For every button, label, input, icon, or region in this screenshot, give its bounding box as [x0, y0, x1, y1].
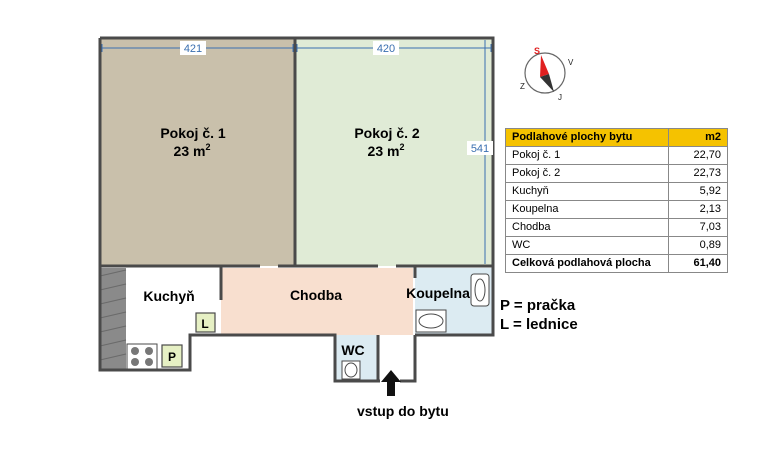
sink-icon	[470, 273, 490, 307]
entrance-arrow-icon	[381, 370, 401, 396]
table-row: Koupelna 2,13	[505, 200, 728, 219]
table-row: Pokoj č. 2 22,73	[505, 164, 728, 183]
kitchen-name: Kuchyň	[143, 288, 194, 304]
room-1-name: Pokoj č. 1	[160, 125, 226, 141]
svg-text:J: J	[558, 93, 562, 102]
row-value: 22,70	[668, 146, 728, 165]
row-value: 0,89	[668, 236, 728, 255]
svg-text:L: L	[201, 317, 208, 331]
table-header-name: Podlahové plochy bytu	[505, 128, 669, 147]
table-row: WC 0,89	[505, 236, 728, 255]
row-name: WC	[505, 236, 669, 255]
table-header-row: Podlahové plochy bytu m2	[505, 128, 728, 147]
svg-text:Z: Z	[520, 82, 525, 91]
table-row: Chodba 7,03	[505, 218, 728, 237]
total-name: Celková podlahová plocha	[505, 254, 669, 273]
row-value: 5,92	[668, 182, 728, 201]
toilet-icon	[341, 360, 361, 380]
washer-icon: P	[161, 344, 183, 368]
fridge-icon: L	[195, 312, 216, 333]
room-1-area	[100, 38, 295, 266]
entrance-label: vstup do bytu	[357, 403, 449, 419]
compass-icon: S V J Z	[520, 46, 574, 102]
legend-washer: P = pračka	[500, 297, 576, 314]
table-header-unit: m2	[668, 128, 728, 147]
dim-room2-width: 420	[377, 43, 395, 55]
svg-text:S: S	[534, 46, 540, 56]
svg-text:V: V	[568, 58, 574, 67]
bathroom-name: Koupelna	[406, 285, 470, 301]
wc-name: WC	[341, 342, 364, 358]
svg-text:P: P	[168, 350, 176, 364]
row-name: Koupelna	[505, 200, 669, 219]
bathtub-icon	[415, 309, 447, 333]
row-name: Pokoj č. 2	[505, 164, 669, 183]
legend-fridge: L = lednice	[500, 316, 578, 333]
hallway-area	[221, 268, 413, 335]
dim-room2-depth: 541	[471, 143, 489, 155]
hallway-name: Chodba	[290, 287, 342, 303]
room-2-name: Pokoj č. 2	[354, 125, 420, 141]
floor-area-table: Podlahové plochy bytu m2 Pokoj č. 1 22,7…	[505, 128, 728, 273]
row-value: 22,73	[668, 164, 728, 183]
row-name: Kuchyň	[505, 182, 669, 201]
row-value: 2,13	[668, 200, 728, 219]
room-1-area-text: 23 m2	[174, 142, 211, 159]
row-name: Chodba	[505, 218, 669, 237]
row-name: Pokoj č. 1	[505, 146, 669, 165]
room-2-area	[295, 38, 493, 266]
stove-icon	[126, 343, 158, 370]
table-total-row: Celková podlahová plocha 61,40	[505, 254, 728, 273]
dim-room1-width: 421	[184, 43, 202, 55]
total-value: 61,40	[668, 254, 728, 273]
table-row: Pokoj č. 1 22,70	[505, 146, 728, 165]
row-value: 7,03	[668, 218, 728, 237]
room-2-area-text: 23 m2	[368, 142, 405, 159]
table-row: Kuchyň 5,92	[505, 182, 728, 201]
